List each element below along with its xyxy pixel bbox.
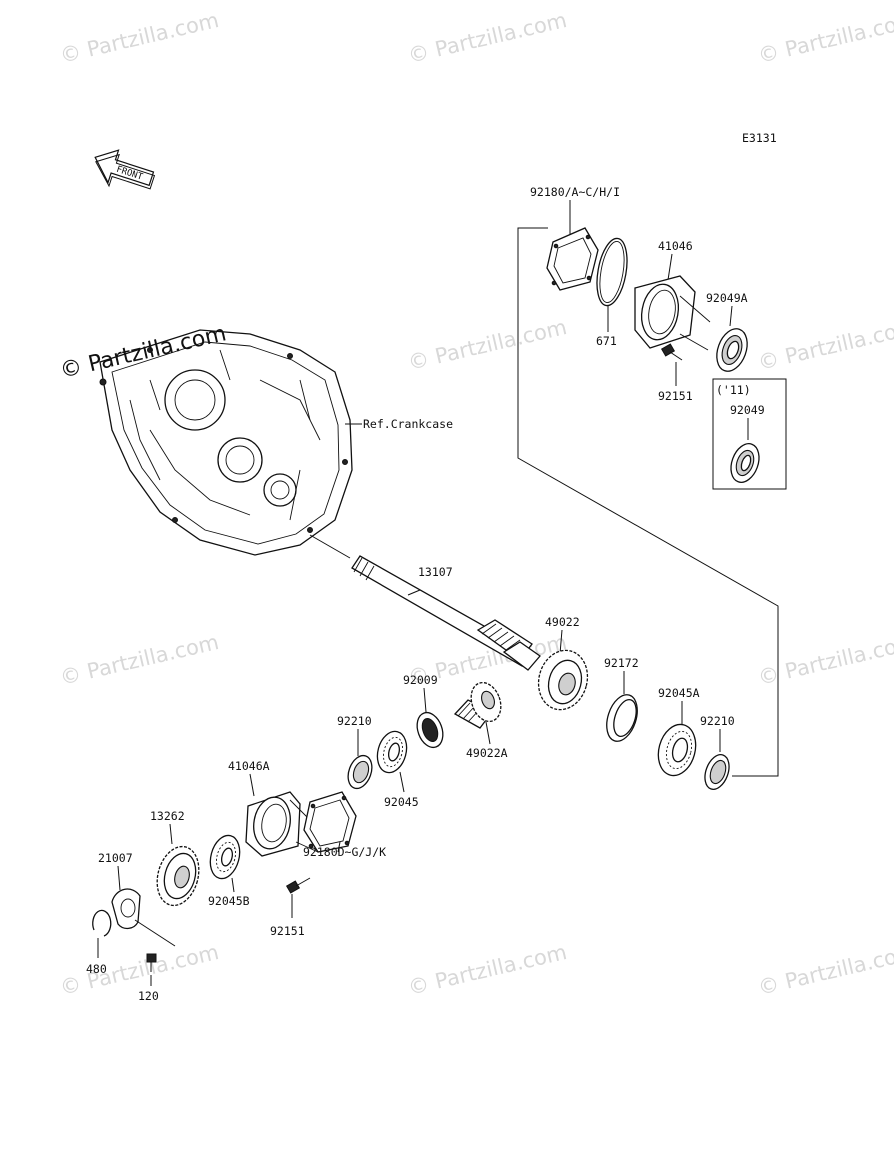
leader bbox=[337, 841, 341, 853]
shaft-13107 bbox=[351, 555, 541, 671]
leader bbox=[485, 721, 491, 745]
label-92045B: 92045B bbox=[208, 894, 250, 908]
circlip-480 bbox=[92, 909, 112, 937]
label-92210-right: 92210 bbox=[700, 714, 735, 728]
leader bbox=[407, 589, 421, 596]
leader bbox=[667, 253, 673, 281]
label-49022: 49022 bbox=[545, 615, 580, 629]
label-92151-low: 92151 bbox=[270, 924, 305, 938]
bearing-92045B bbox=[209, 834, 241, 880]
diagram-code: E3131 bbox=[742, 131, 777, 145]
leader bbox=[399, 771, 405, 793]
group-bracket bbox=[517, 227, 779, 777]
watermark: © Partzilla.com bbox=[756, 940, 894, 1000]
plate-21007 bbox=[111, 888, 176, 947]
label-120: 120 bbox=[138, 989, 159, 1003]
watermark: © Partzilla.com bbox=[406, 315, 569, 375]
bearing-92045A bbox=[657, 723, 697, 777]
label-92045A: 92045A bbox=[658, 686, 700, 700]
oring-671 bbox=[596, 237, 628, 307]
leader bbox=[559, 629, 563, 655]
seal-92049A bbox=[716, 328, 748, 372]
label-92180-top: 92180/A~C/H/I bbox=[530, 185, 620, 199]
label-92049A: 92049A bbox=[706, 291, 748, 305]
year-note: ('11) bbox=[716, 383, 751, 397]
label-21007: 21007 bbox=[98, 851, 133, 865]
label-92180-low: 92180D~G/J/K bbox=[303, 845, 386, 859]
watermark: © Partzilla.com bbox=[756, 315, 894, 375]
washer-92009 bbox=[416, 711, 444, 749]
leader bbox=[729, 305, 733, 327]
front-arrow-icon: FRONT bbox=[94, 149, 156, 190]
bolt-92151-low bbox=[285, 877, 311, 894]
leader bbox=[231, 877, 235, 893]
leader bbox=[117, 865, 121, 891]
leader bbox=[169, 823, 173, 845]
label-13107: 13107 bbox=[418, 565, 453, 579]
watermark: © Partzilla.com bbox=[58, 8, 221, 68]
ring-92210-left bbox=[347, 754, 373, 790]
housing-41046A bbox=[245, 791, 321, 857]
ref-crankcase-label: Ref.Crankcase bbox=[363, 417, 453, 431]
gasket-92180-low bbox=[303, 791, 357, 853]
ring-92210-right bbox=[704, 754, 730, 790]
label-41046: 41046 bbox=[658, 239, 693, 253]
gear-49022 bbox=[537, 649, 589, 711]
leader bbox=[423, 687, 427, 713]
watermark: © Partzilla.com bbox=[756, 630, 894, 690]
bolt-120 bbox=[146, 953, 157, 972]
watermark: © Partzilla.com bbox=[406, 8, 569, 68]
bolt-92151-top bbox=[660, 343, 683, 361]
year-variant-box bbox=[712, 378, 787, 490]
leader bbox=[249, 773, 255, 797]
gasket-92180-top bbox=[546, 227, 599, 291]
label-49022A: 49022A bbox=[466, 746, 508, 760]
label-92009: 92009 bbox=[403, 673, 438, 687]
watermark: © Partzilla.com bbox=[406, 940, 569, 1000]
label-92151-top: 92151 bbox=[658, 389, 693, 403]
gear-13262 bbox=[156, 845, 200, 907]
label-480: 480 bbox=[86, 962, 107, 976]
watermark: © Partzilla.com bbox=[58, 630, 221, 690]
seal-92172 bbox=[606, 694, 638, 742]
housing-41046 bbox=[634, 275, 711, 351]
pinion-49022A bbox=[453, 681, 502, 729]
watermark: © Partzilla.com bbox=[756, 8, 894, 68]
bearing-92045 bbox=[376, 730, 408, 774]
leader bbox=[309, 534, 351, 559]
seal-92049 bbox=[730, 443, 760, 483]
label-41046A: 41046A bbox=[228, 759, 270, 773]
label-92049: 92049 bbox=[730, 403, 765, 417]
label-92210-left: 92210 bbox=[337, 714, 372, 728]
label-92045: 92045 bbox=[384, 795, 419, 809]
label-92172: 92172 bbox=[604, 656, 639, 670]
label-671: 671 bbox=[596, 334, 617, 348]
crankcase-illustration: © Partzilla.com bbox=[58, 321, 353, 556]
label-13262: 13262 bbox=[150, 809, 185, 823]
